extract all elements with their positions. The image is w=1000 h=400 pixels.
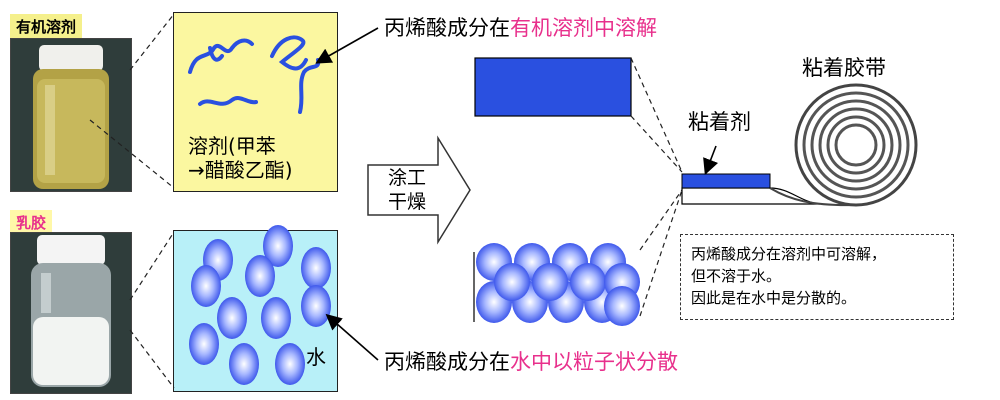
adhesive-label: 粘着剂 [688, 110, 751, 134]
zoom-line [129, 13, 175, 71]
bottom-caption: 丙烯酸成分在水中以粒子状分散 [384, 350, 678, 374]
top-caption: 丙烯酸成分在有机溶剂中溶解 [384, 16, 657, 40]
zoom-line [129, 231, 175, 301]
adhesive-strip [681, 173, 771, 189]
organic-solvent-photo [10, 38, 132, 192]
tape-roll [794, 83, 918, 207]
dispersed-particles [189, 225, 331, 385]
coating-arrow [367, 135, 471, 245]
adhesive-arrow [703, 145, 719, 175]
callout-arrow [325, 313, 379, 361]
packed-particles [476, 243, 640, 326]
coating-arrow-label: 涂工 干燥 [388, 167, 427, 213]
zoom-line [639, 189, 683, 317]
latex-photo [10, 232, 132, 394]
zoom-line [630, 115, 683, 173]
zoom-line [639, 189, 683, 251]
solvent-film [474, 57, 632, 117]
callout-arrow [315, 27, 379, 64]
solvent-box-label: 溶剂(甲苯 →醋酸乙酯) [188, 134, 293, 182]
tape-backing [681, 187, 821, 205]
latex-tag: 乳胶 [10, 210, 53, 235]
zoom-line [129, 329, 175, 389]
polymer-chains [188, 35, 321, 114]
zoom-line [630, 57, 683, 173]
water-label: 水 [306, 345, 326, 369]
organic-solvent-tag: 有机溶剂 [10, 14, 83, 39]
zoom-line [89, 119, 175, 189]
tape-label: 粘着胶带 [802, 56, 886, 80]
explanation-note: 丙烯酸成分在溶剂中可溶解， 但不溶于水。 因此是在水中是分散的。 [680, 234, 954, 320]
